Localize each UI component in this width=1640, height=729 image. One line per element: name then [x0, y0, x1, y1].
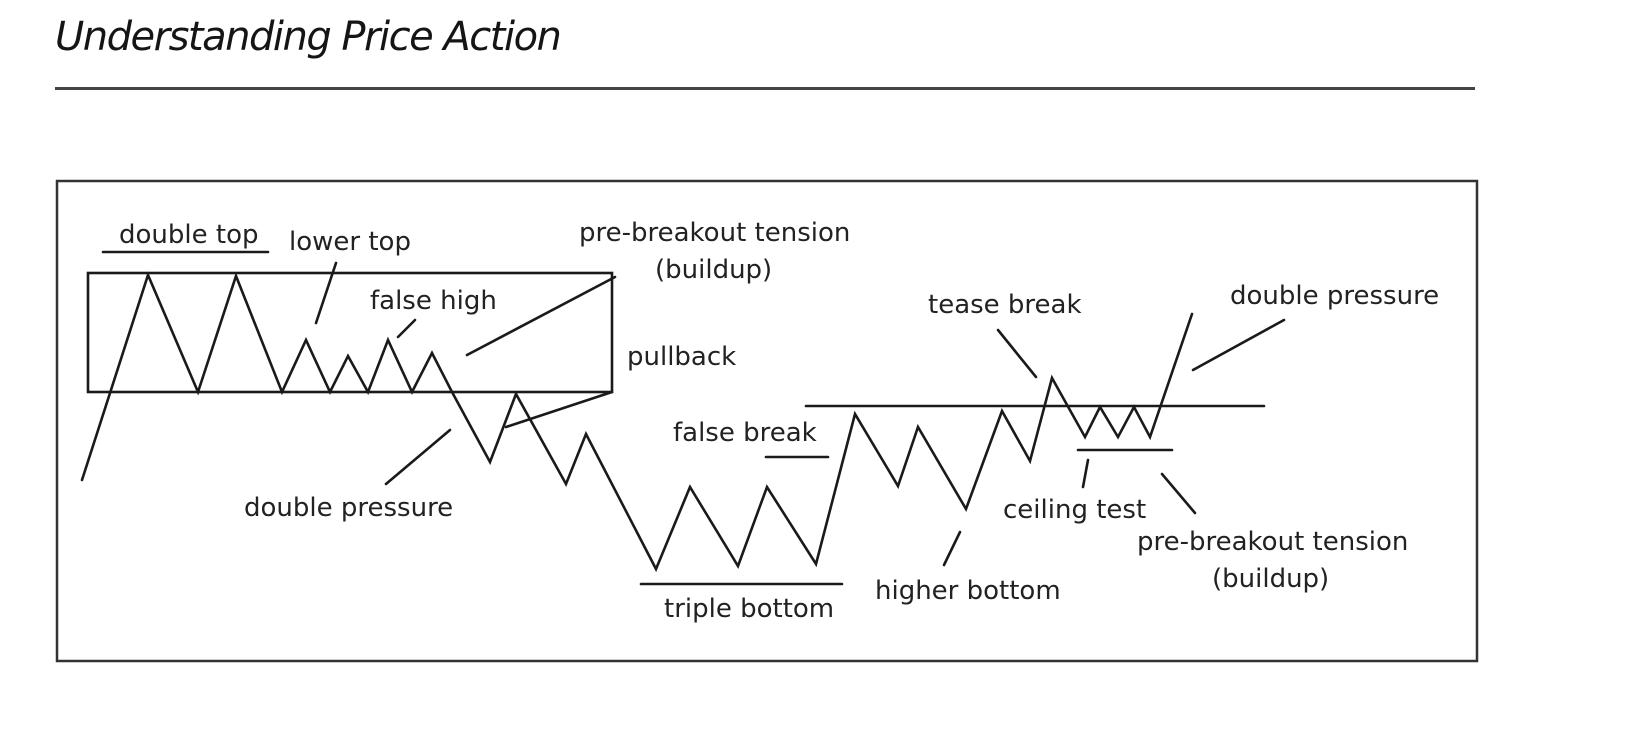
label-double-pressure-1: double pressure — [244, 493, 453, 523]
label-buildup-2: (buildup) — [1212, 564, 1329, 594]
ceiling-test-pointer — [1081, 458, 1090, 489]
label-pre-breakout-tension-1: pre-breakout tension — [579, 218, 850, 248]
pre-breakout-tension-pointer-2 — [1160, 472, 1197, 515]
label-double-pressure-2: double pressure — [1230, 281, 1439, 311]
label-double-top: double top — [119, 220, 258, 250]
label-pullback: pullback — [627, 342, 736, 372]
double-pressure-pointer-2 — [1191, 318, 1286, 372]
label-false-break: false break — [673, 418, 817, 448]
page-title: Understanding Price Action — [55, 14, 562, 60]
label-ceiling-test: ceiling test — [1003, 495, 1146, 525]
double-pressure-pointer-1 — [384, 428, 452, 486]
pre-breakout-tension-pointer-1 — [465, 275, 617, 357]
label-triple-bottom: triple bottom — [664, 594, 834, 624]
label-lower-top: lower top — [289, 227, 411, 257]
higher-bottom-pointer — [942, 530, 962, 567]
pullback-pointer — [504, 390, 614, 429]
false-high-pointer — [396, 318, 417, 339]
diagram-frame — [55, 179, 1479, 663]
price-path — [80, 271, 1194, 573]
label-pre-breakout-tension-2: pre-breakout tension — [1137, 527, 1408, 557]
label-higher-bottom: higher bottom — [875, 576, 1061, 606]
label-tease-break: tease break — [928, 290, 1082, 320]
trading-range-box — [86, 271, 614, 394]
label-buildup-1: (buildup) — [655, 255, 772, 285]
title-divider — [55, 87, 1475, 90]
lower-top-pointer — [314, 261, 338, 325]
tease-break-pointer — [996, 328, 1038, 379]
label-false-high: false high — [370, 286, 497, 316]
